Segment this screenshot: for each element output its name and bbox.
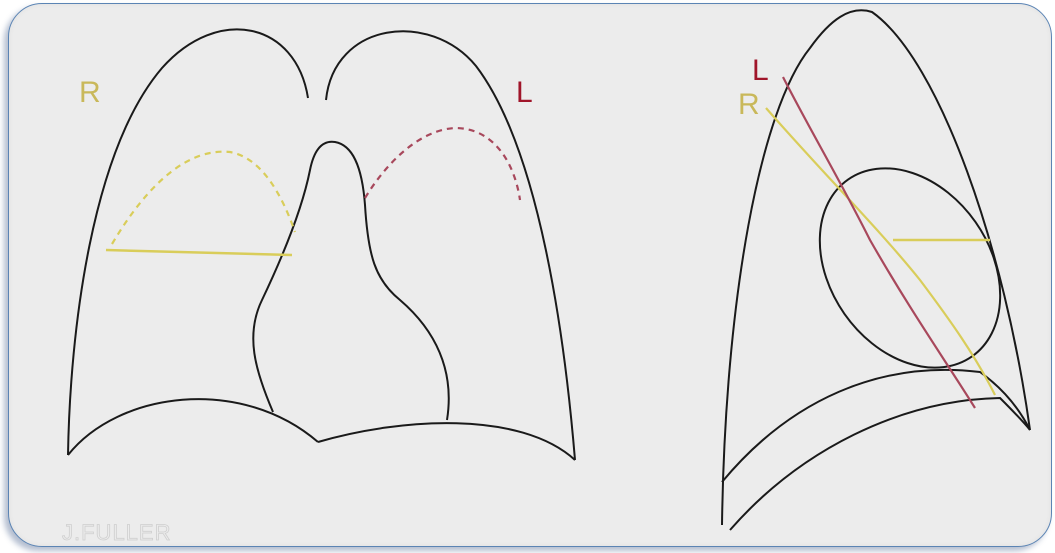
frontal-right-oblique-fissure [112,152,295,244]
frontal-view: R L [68,29,575,460]
frontal-left-label: L [516,76,533,109]
lateral-diaphragm-lower [730,398,1030,530]
lateral-left-label: L [752,54,769,87]
frontal-right-lung-outline [68,29,308,455]
frontal-mediastinum-outline [253,142,449,420]
watermark-text: J.FULLER [62,520,171,545]
lateral-right-label: R [738,88,760,121]
frontal-left-oblique-fissure [365,128,520,200]
lateral-lung-outline [722,10,1030,525]
frontal-right-horizontal-fissure [106,250,292,255]
lateral-left-oblique-fissure [783,77,975,408]
lateral-right-oblique-fissure [766,108,995,395]
frontal-left-lung-outline [326,31,575,460]
frontal-right-label: R [79,76,101,109]
frontal-left-diaphragm [318,423,575,460]
lateral-view: L R [722,10,1037,530]
lateral-diaphragm-upper [722,370,1030,482]
frontal-right-diaphragm [68,399,318,455]
